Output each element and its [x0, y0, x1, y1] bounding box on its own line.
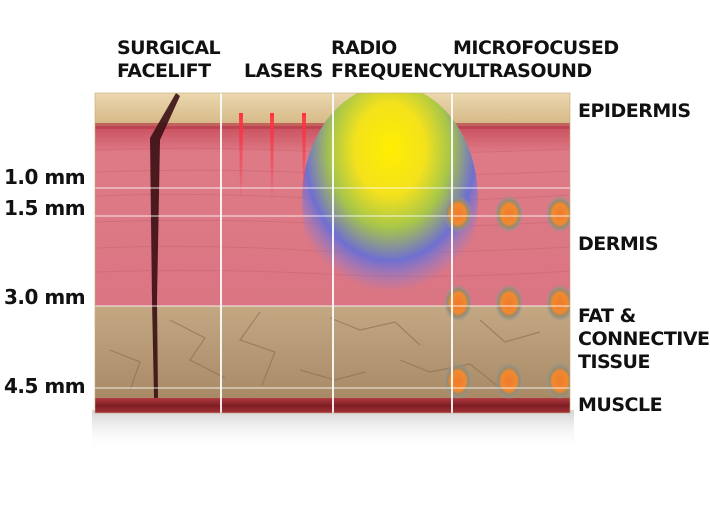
radio-frequency-heat-zone — [302, 93, 478, 315]
column-header-line: FACELIFT — [117, 60, 211, 82]
column-header-lasers: LASERS — [244, 37, 323, 83]
column-header-radio-frequency: RADIO FREQUENCY — [331, 37, 456, 83]
column-header-line: RADIO — [331, 37, 397, 59]
layer-label-line: CONNECTIVE — [578, 328, 710, 350]
ultrasound-dots — [444, 196, 570, 399]
column-header-microfocused-ultrasound: MICROFOCUSED ULTRASOUND — [453, 37, 619, 83]
ultrasound-dot — [495, 196, 523, 232]
ultrasound-dot — [495, 285, 523, 321]
column-header-line: MICROFOCUSED — [453, 37, 619, 59]
layer-label-epidermis: EPIDERMIS — [578, 100, 691, 122]
depth-label-4-5mm: 4.5 mm — [4, 374, 86, 398]
column-header-line: ULTRASOUND — [453, 60, 592, 82]
surgical-incision — [150, 93, 180, 398]
depth-label-1-0mm: 1.0 mm — [4, 165, 86, 189]
depth-label-1-5mm: 1.5 mm — [4, 196, 86, 220]
layer-label-line: TISSUE — [578, 351, 650, 373]
ultrasound-dot — [495, 363, 523, 399]
block-shadow — [92, 410, 574, 450]
ultrasound-dot — [546, 196, 570, 232]
block-outline — [94, 92, 571, 414]
laser-marks — [239, 113, 306, 196]
column-header-surgical-facelift: SURGICAL FACELIFT — [117, 37, 221, 83]
column-header-line: FREQUENCY — [331, 60, 456, 82]
layer-label-fat-connective-tissue: FAT & CONNECTIVE TISSUE — [578, 305, 710, 374]
column-dividers — [220, 90, 453, 413]
ultrasound-dot — [444, 285, 472, 321]
ultrasound-dot — [546, 363, 570, 399]
ultrasound-dot — [546, 285, 570, 321]
layer-label-line: FAT & — [578, 305, 636, 327]
column-header-line: SURGICAL — [117, 37, 221, 59]
ultrasound-dot — [444, 363, 472, 399]
column-header-line — [244, 37, 323, 60]
depth-label-3-0mm: 3.0 mm — [4, 285, 86, 309]
layer-label-dermis: DERMIS — [578, 233, 659, 255]
column-header-line: LASERS — [244, 60, 323, 82]
skin-block — [95, 93, 570, 413]
layer-label-muscle: MUSCLE — [578, 394, 663, 416]
ultrasound-dot — [444, 196, 472, 232]
